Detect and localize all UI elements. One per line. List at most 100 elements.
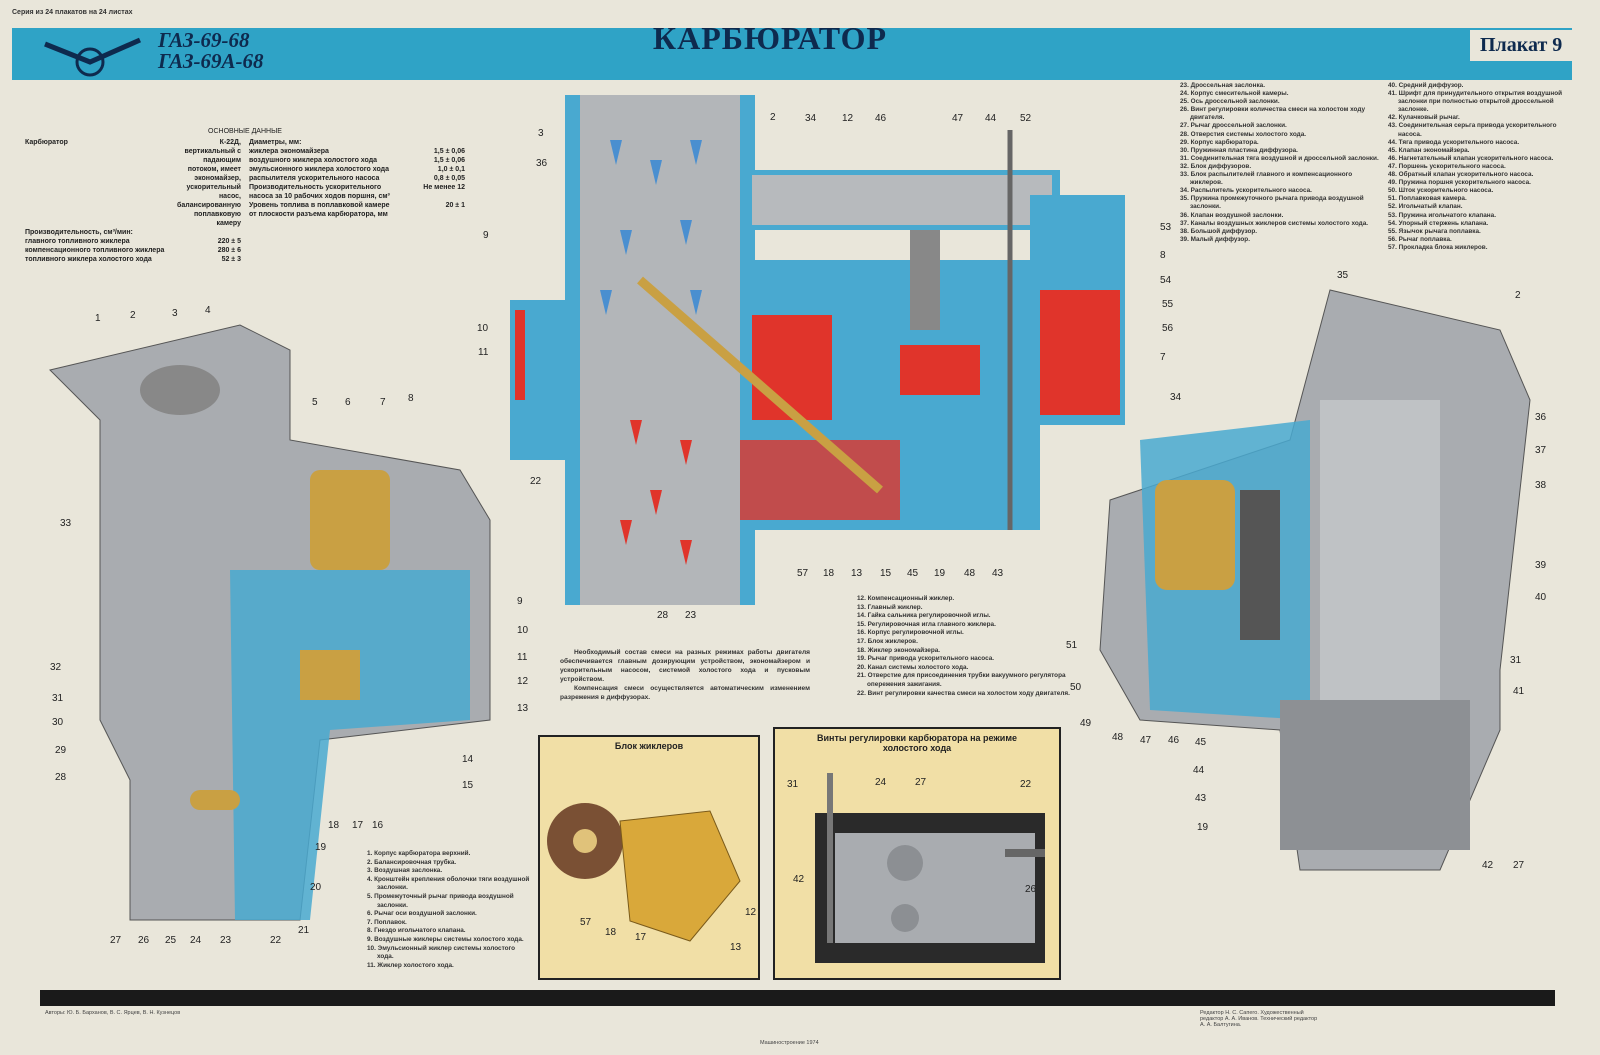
legend-item: 16. Корпус регулировочной иглы.: [857, 629, 964, 637]
inset-jets-title: Блок жиклеров: [614, 741, 684, 751]
legend-item: 51. Поплавковая камера.: [1388, 195, 1467, 203]
legend-1-11: 1. Корпус карбюратора верхний.2. Баланси…: [367, 850, 532, 970]
legend-item: 52. Игольчатый клапан.: [1388, 203, 1463, 211]
callout-number: 32: [50, 662, 62, 673]
legend-item: 49. Пружина поршня ускорительного насоса…: [1388, 179, 1531, 187]
callout-number: 56: [1162, 323, 1174, 334]
callout-number: 31: [52, 693, 64, 704]
callout-number: 33: [60, 518, 72, 529]
callout-number: 13: [517, 703, 529, 714]
basic-data-label: Уровень топлива в поплавковой камере от …: [249, 202, 390, 218]
legend-item: 4. Кронштейн крепления оболочки тяги воз…: [367, 875, 530, 892]
gaz-deer-logo-icon: [44, 37, 142, 77]
callout-number: 30: [52, 717, 64, 728]
jets-block-illustration: [547, 803, 741, 942]
basic-data-value: [395, 138, 465, 147]
legend-item: 21. Отверстие для присоединения трубки в…: [857, 672, 1066, 688]
basic-data-row: Диаметры, мм:: [249, 138, 465, 147]
callout-number: 44: [985, 113, 997, 124]
callout-number: 24: [190, 935, 202, 946]
callout-number: 26: [138, 935, 150, 946]
legend-item: 46. Нагнетательный клапан ускорительного…: [1388, 154, 1554, 162]
callout-number: 34: [1170, 392, 1182, 403]
callout-number: 52: [1020, 113, 1032, 124]
legend-item: 20. Канал системы холостого хода.: [857, 663, 969, 671]
legend-item: 2. Балансировочная трубка.: [367, 858, 457, 866]
basic-data-value: 52 ± 3: [221, 256, 241, 263]
description-paragraph: Необходимый состав смеси на разных режим…: [560, 649, 810, 683]
legend-item: 41. Шрифт для принудительного открытия в…: [1388, 90, 1563, 114]
legend-item: 22. Винт регулировки качества смеси на х…: [857, 689, 1070, 697]
basic-data-label: Производительность, см³/мин:: [25, 229, 133, 236]
legend-item: 44. Тяга привода ускорительного насоса.: [1388, 138, 1520, 146]
legend-item: 56. Рычаг поплавка.: [1388, 235, 1452, 243]
legend-item: 50. Шток ускорительного насоса.: [1388, 187, 1494, 195]
legend-item: 29. Корпус карбюратора.: [1180, 138, 1259, 146]
idle-callout: 27: [915, 777, 927, 788]
jets-callout: 13: [730, 942, 742, 953]
legend-item: 36. Клапан воздушной заслонки.: [1180, 211, 1284, 219]
legend-item: 6. Рычаг оси воздушной заслонки.: [367, 910, 477, 918]
legend-item: 17. Блок жиклеров.: [857, 637, 918, 645]
callout-number: 36: [536, 158, 548, 169]
callout-number: 27: [110, 935, 122, 946]
callout-number: 12: [842, 113, 854, 124]
callout-number: 22: [270, 935, 282, 946]
legend-item: 32. Блок диффузоров.: [1180, 162, 1252, 170]
bottom-band: [40, 990, 1555, 1006]
legend-item: 38. Большой диффузор.: [1180, 227, 1258, 235]
callout-number: 19: [934, 568, 946, 579]
legend-item: 37. Каналы воздушных жиклеров системы хо…: [1180, 219, 1369, 227]
jets-callout: 18: [605, 927, 617, 938]
callout-number: 10: [477, 323, 489, 334]
callout-number: 39: [1535, 560, 1547, 571]
legend-item: 30. Пружинная пластина диффузора.: [1180, 146, 1298, 154]
poster-number: Плакат 9: [1470, 30, 1573, 61]
legend-item: 39. Малый диффузор.: [1180, 235, 1250, 243]
callout-number: 43: [992, 568, 1004, 579]
callout-number: 22: [530, 476, 542, 487]
basic-data-label: Карбюратор: [25, 139, 68, 146]
callout-number: 19: [1197, 822, 1209, 833]
model-line-2: ГАЗ-69А-68: [158, 49, 264, 73]
jets-callout: 17: [635, 932, 647, 943]
authors-note: Авторы: Ю. Б. Барханов, В. С. Ярцев, В. …: [45, 1010, 181, 1016]
basic-data-value: К-22Д, вертикальный с падающим потоком, …: [177, 139, 241, 227]
callout-number: 1: [95, 313, 101, 324]
basic-data-value: Не менее 12: [423, 184, 465, 191]
basic-data-value: 20 ± 1: [445, 202, 465, 209]
legend-item: 54. Упорный стержень клапана.: [1388, 219, 1489, 227]
callout-number: 40: [1535, 592, 1547, 603]
callout-number: 47: [1140, 735, 1152, 746]
callout-number: 11: [478, 347, 489, 358]
callout-number: 27: [1513, 860, 1525, 871]
callout-number: 48: [1112, 732, 1124, 743]
legend-item: 12. Компенсационный жиклер.: [857, 595, 955, 602]
idle-callout: 31: [787, 779, 799, 790]
basic-data-label: распылителя ускорительного насоса: [249, 175, 380, 182]
idle-callout: 22: [1020, 779, 1032, 790]
legend-item: 1. Корпус карбюратора верхний.: [367, 850, 471, 857]
publisher-note: Машиностроение 1974: [760, 1040, 819, 1046]
callout-number: 36: [1535, 412, 1547, 423]
callout-number: 31: [1510, 655, 1522, 666]
legend-item: 33. Блок распылителей главного и компенс…: [1180, 171, 1353, 187]
legend-item: 18. Жиклер экономайзера.: [857, 646, 941, 654]
callout-number: 23: [220, 935, 232, 946]
callout-number: 42: [1482, 860, 1494, 871]
legend-item: 45. Клапан экономайзера.: [1388, 146, 1470, 154]
callout-number: 7: [1160, 352, 1166, 363]
basic-data-label: воздушного жиклера холостого хода: [249, 157, 378, 164]
callout-number: 6: [345, 397, 351, 408]
carburetor-right-view: [1099, 289, 1531, 871]
callout-number: 51: [1066, 640, 1078, 651]
legend-item: 9. Воздушные жиклеры системы холостого х…: [367, 935, 524, 943]
editors-note: Редактор Н. С. Сапего. Художественный ре…: [1200, 1010, 1318, 1028]
callout-number: 11: [517, 652, 528, 663]
legend-item: 48. Обратный клапан ускорительного насос…: [1388, 171, 1534, 179]
